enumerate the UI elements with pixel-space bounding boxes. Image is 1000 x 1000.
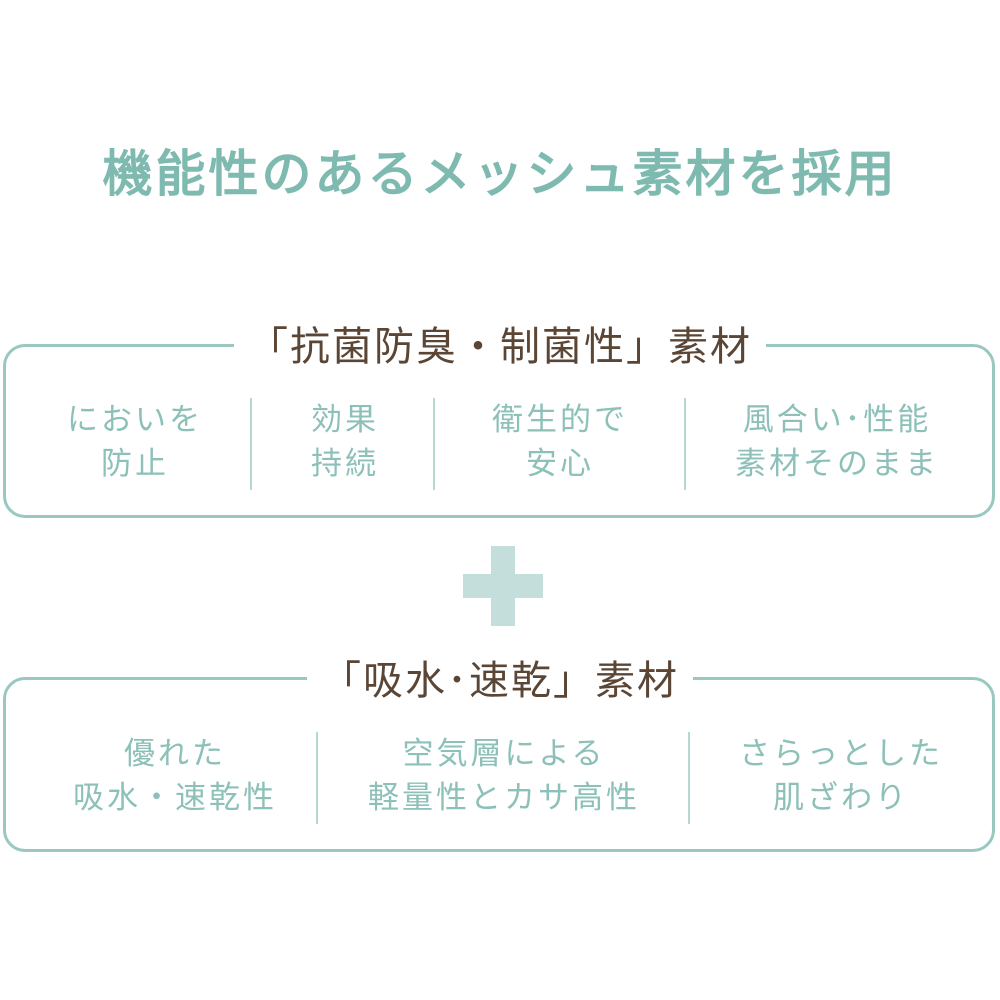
- feature-line: 吸水・速乾性: [73, 780, 277, 816]
- feature-absorption: 優れた 吸水・速乾性: [40, 732, 310, 820]
- feature-line: 優れた: [124, 736, 226, 772]
- page-title: 機能性のあるメッシュ素材を採用: [102, 145, 898, 203]
- plus-icon: [463, 546, 543, 626]
- feature-long-lasting: 効果 持続: [260, 398, 430, 486]
- feature-hygienic: 衛生的で 安心: [440, 398, 680, 486]
- feature-line: 肌ざわり: [773, 780, 909, 816]
- feature-line: 素材そのまま: [735, 446, 939, 482]
- feature-divider: [250, 398, 252, 490]
- feature-line: さらっとした: [739, 736, 943, 772]
- feature-line: 衛生的で: [492, 402, 628, 438]
- feature-line: 持続: [311, 446, 379, 482]
- feature-line: 防止: [101, 446, 169, 482]
- feature-line: 軽量性とカサ高性: [368, 780, 640, 816]
- feature-divider: [316, 732, 318, 824]
- plus-vertical-bar: [491, 546, 515, 626]
- feature-line: 安心: [526, 446, 594, 482]
- feature-divider: [688, 732, 690, 824]
- feature-line: 効果: [311, 402, 379, 438]
- feature-line: においを: [67, 402, 203, 438]
- feature-texture-retained: 風合い･性能 素材そのまま: [692, 398, 982, 486]
- feature-divider: [684, 398, 686, 490]
- feature-smooth-feel: さらっとした 肌ざわり: [696, 732, 986, 820]
- feature-odor-prevention: においを 防止: [40, 398, 230, 486]
- feature-line: 風合い･性能: [742, 402, 932, 438]
- feature-divider: [433, 398, 435, 490]
- feature-lightweight: 空気層による 軽量性とカサ高性: [324, 732, 684, 820]
- feature-line: 空気層による: [402, 736, 606, 772]
